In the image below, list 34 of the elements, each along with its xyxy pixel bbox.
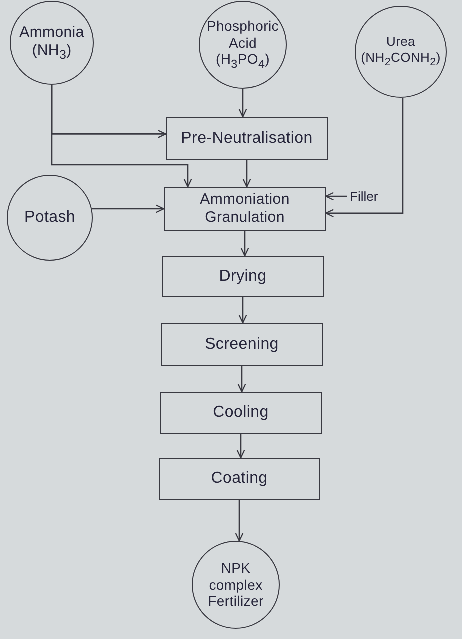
material-circle <box>7 175 93 261</box>
process-box <box>161 323 323 366</box>
material-circle <box>10 1 94 85</box>
node-label: Potash <box>24 208 76 228</box>
process-box <box>159 458 320 500</box>
arrow <box>236 434 246 459</box>
process-box <box>166 117 328 160</box>
arrow <box>238 89 248 118</box>
process-box <box>160 392 322 434</box>
node-label: Pre-Neutralisation <box>181 128 313 148</box>
arrow <box>325 192 347 201</box>
arrow <box>325 98 404 218</box>
input-label: Filler <box>350 188 392 205</box>
node-label: Screening <box>205 334 279 354</box>
node-label: Coating <box>211 469 268 489</box>
node-label: Cooling <box>213 403 269 423</box>
arrow <box>238 297 248 324</box>
arrow <box>242 160 252 188</box>
arrow <box>238 366 246 393</box>
node-label: Phosphoric Acid (H$_{3}$PO$_{4}$) <box>206 18 280 72</box>
node-label: Drying <box>219 266 267 286</box>
arrow <box>235 500 244 542</box>
node-label: Ammoniation Granulation <box>199 191 291 227</box>
material-circle <box>355 6 447 98</box>
process-box <box>164 187 326 231</box>
material-circle <box>199 1 287 89</box>
arrow <box>92 204 165 214</box>
node-label: Ammonia (NH$_{3}$) <box>18 24 86 62</box>
arrow <box>51 85 192 188</box>
arrow <box>240 231 250 257</box>
process-box <box>162 256 324 297</box>
node-label: NPK complex Fertilizer <box>207 560 265 610</box>
node-label: Urea (NH$_{2}$CONH$_{2}$) <box>360 34 442 70</box>
material-circle <box>192 541 280 629</box>
